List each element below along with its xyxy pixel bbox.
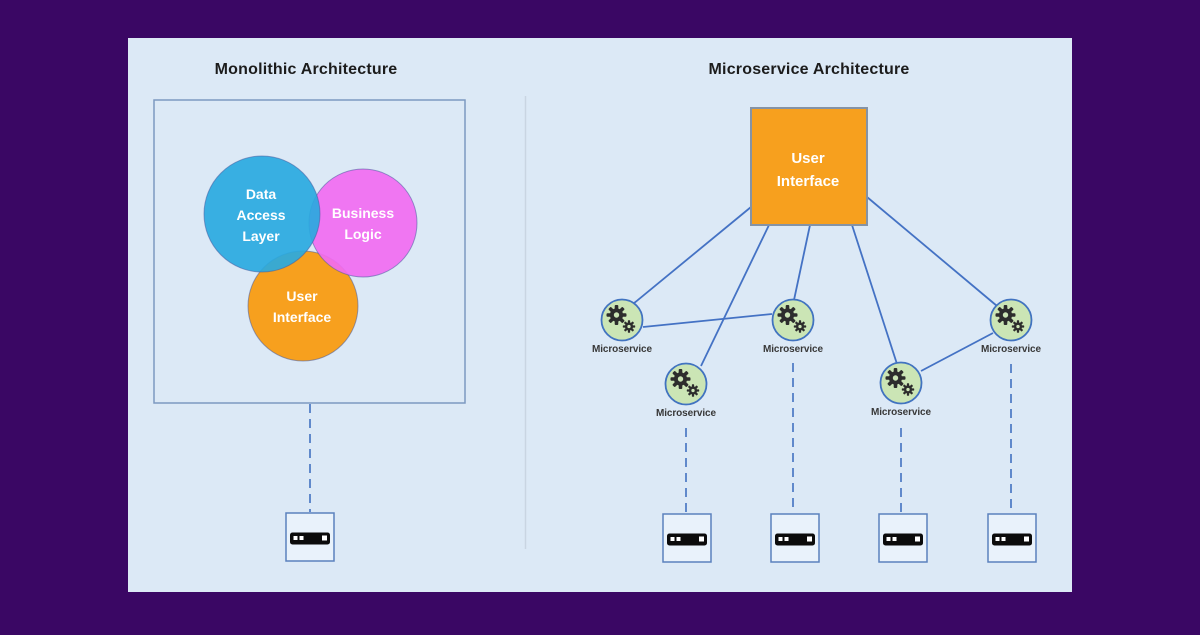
monolith-boundary-box	[153, 99, 466, 404]
server-icon	[662, 513, 712, 563]
business-logic-label-line1: Business	[332, 205, 394, 221]
data-access-label: Data Access Layer	[236, 186, 285, 244]
user-interface-venn-label-line2: Interface	[273, 309, 332, 325]
microservice-label-1: Microservice	[592, 344, 652, 355]
connection-line-node1-node3	[642, 313, 773, 328]
data-access-label-line2: Access	[236, 207, 285, 223]
user-interface-box-rect	[750, 107, 868, 226]
microservice-node-2: Microservice	[656, 362, 717, 419]
server-icon	[285, 512, 335, 562]
data-access-label-line1: Data	[246, 186, 277, 202]
microservice-node-3: Microservice	[763, 298, 824, 355]
connection-line-ui-node3	[793, 224, 811, 301]
server-icon	[878, 513, 928, 563]
user-interface-venn-label: User Interface	[273, 288, 332, 325]
venn-circle-business-logic	[308, 168, 418, 278]
monolith-venn: Data Access Layer Business Logic User In…	[203, 155, 418, 362]
user-interface-venn-label-line1: User	[286, 288, 318, 304]
data-access-label-line3: Layer	[242, 228, 280, 244]
microservice-node-5: Microservice	[981, 298, 1042, 355]
connection-line-ui-node4	[851, 224, 898, 365]
microservice-label-4: Microservice	[871, 407, 931, 418]
deployment-dashed-lines	[685, 363, 1012, 512]
microservice-label-3: Microservice	[763, 344, 823, 355]
user-interface-box-label-line1: User	[791, 150, 825, 167]
venn-circle-data-access	[203, 155, 321, 273]
microservice-node-1: Microservice	[592, 298, 653, 355]
microservice-label-5: Microservice	[981, 344, 1041, 355]
user-interface-box: User Interface	[750, 107, 868, 226]
microservice-node-4: Microservice	[871, 361, 932, 418]
connection-line-node4-node5	[920, 332, 994, 372]
connection-line-ui-node5	[866, 196, 998, 307]
business-logic-label: Business Logic	[332, 205, 394, 242]
microservice-label-2: Microservice	[656, 408, 716, 419]
business-logic-label-line2: Logic	[344, 226, 382, 242]
server-icon	[770, 513, 820, 563]
server-icon	[987, 513, 1037, 563]
user-interface-box-label-line2: Interface	[777, 173, 840, 190]
connection-lines	[632, 196, 998, 372]
microservice-title: Microservice Architecture	[709, 61, 910, 78]
connection-line-ui-node1	[632, 206, 752, 305]
connection-line-ui-node2	[700, 224, 770, 367]
monolithic-title: Monolithic Architecture	[215, 61, 398, 78]
